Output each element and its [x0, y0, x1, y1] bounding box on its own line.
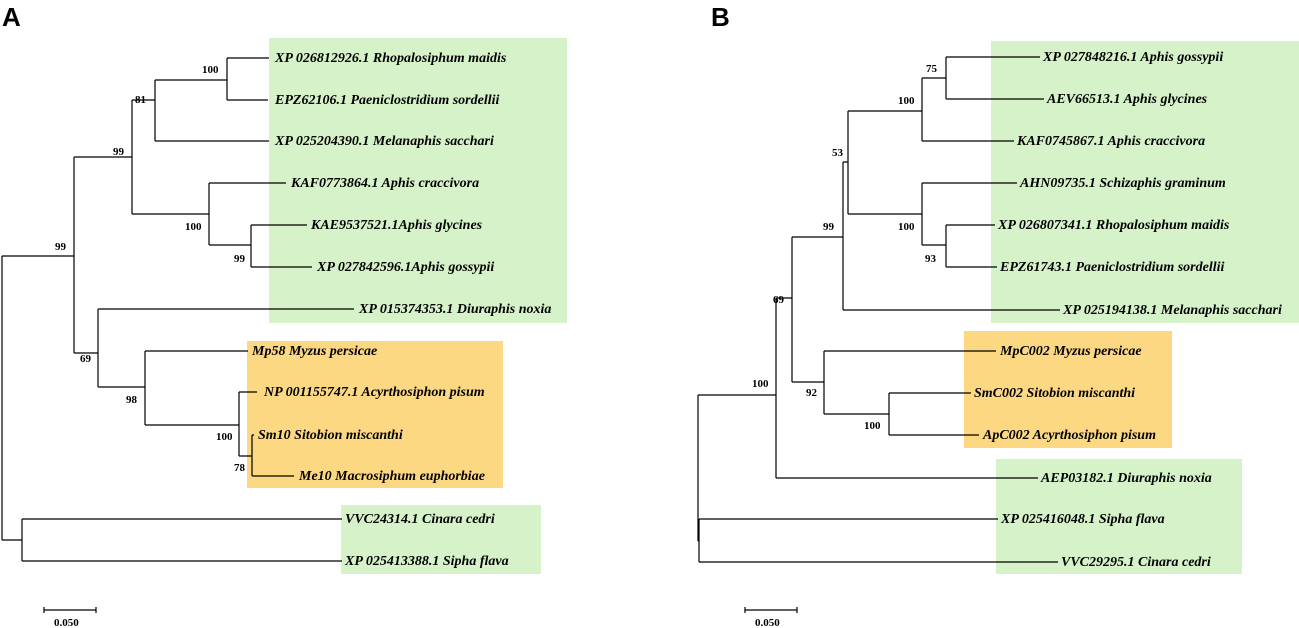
bootstrap-value: 100 [752, 378, 769, 390]
branch [73, 156, 132, 354]
clade-box-a-green-bottom [341, 505, 541, 574]
leaf-label: EPZ62106.1 Paeniclostridium sordellii [274, 93, 500, 108]
scale-bar-a: 0.050 [43, 607, 97, 628]
branch [250, 224, 312, 268]
branch [1, 255, 74, 541]
branch [823, 350, 996, 415]
leaf-label: XP 025413388.1 Sipha flava [344, 554, 509, 569]
bootstrap-value: 78 [234, 462, 246, 474]
panel-b-label: B [711, 2, 730, 32]
branch [251, 434, 294, 477]
bootstrap-value: 99 [55, 241, 67, 253]
bootstrap-value: 100 [216, 431, 233, 443]
bootstrap-value: 92 [806, 387, 818, 399]
leaf-label: XP 026812926.1 Rhopalosiphum maidis [274, 51, 507, 66]
clade-box-a-orange [247, 341, 503, 488]
leaf-label: NP 001155747.1 Acyrthosiphon pisum [263, 385, 485, 400]
leaf-label: EPZ61743.1 Paeniclostridium sordellii [999, 260, 1225, 275]
bootstrap-value: 98 [126, 394, 138, 406]
leaf-label: XP 027848216.1 Aphis gossypii [1042, 50, 1223, 65]
branch [775, 297, 1038, 479]
bootstrap-value: 99 [823, 221, 835, 233]
leaf-label: XP 025204390.1 Melanaphis sacchari [274, 134, 494, 149]
bootstrap-value: 81 [135, 94, 146, 106]
leaf-label: XP 025194138.1 Melanaphis sacchari [1062, 303, 1282, 318]
leaf-label: AEV66513.1 Aphis glycines [1046, 92, 1208, 107]
tree-b-bootstrap-values: 75 100 53 100 93 99 69 92 100 100 [752, 63, 938, 432]
bootstrap-value: 100 [185, 221, 202, 233]
clade-box-b-green-top [991, 41, 1299, 323]
clade-box-a-green-top [269, 38, 567, 323]
tree-b-branches [697, 56, 1060, 563]
branch [208, 182, 286, 246]
branch [921, 77, 1014, 142]
bootstrap-value: 99 [234, 253, 246, 265]
scale-bar-line [744, 607, 798, 613]
leaf-label: VVC29295.1 Cinara cedri [1061, 555, 1211, 570]
branch [945, 224, 997, 268]
bootstrap-value: 100 [864, 420, 881, 432]
branch [888, 392, 979, 436]
leaf-label: XP 015374353.1 Diuraphis noxia [358, 302, 551, 317]
bootstrap-value: 53 [832, 147, 844, 159]
leaf-label: KAF0773864.1 Aphis craccivora [290, 176, 479, 191]
leaf-label: AHN09735.1 Schizaphis graminum [1019, 176, 1226, 191]
leaf-label: KAE9537521.1Aphis glycines [310, 218, 483, 233]
tree-a-bootstrap-values: 100 81 99 100 99 99 69 98 100 78 [55, 64, 246, 474]
leaf-label: ApC002 Acyrthosiphon pisum [982, 428, 1156, 443]
branch [842, 161, 1060, 311]
scale-bar-b: 0.050 [744, 607, 798, 628]
bootstrap-value: 69 [80, 353, 92, 365]
branch [921, 182, 1017, 246]
leaf-label: VVC24314.1 Cinara cedri [345, 512, 495, 527]
panel-a-label: A [2, 2, 21, 32]
leaf-label: Me10 Macrosiphum euphorbiae [298, 469, 485, 484]
bootstrap-value: 100 [898, 95, 915, 107]
bootstrap-value: 93 [925, 253, 937, 265]
branch [791, 236, 843, 383]
branch [698, 518, 1058, 563]
panel-b: B XP 027848216.1 Aphis gossypii AEV66513… [697, 2, 1299, 628]
leaf-label: AEP03182.1 Diuraphis noxia [1040, 471, 1212, 486]
branch [945, 56, 1044, 100]
branch [847, 110, 922, 215]
bootstrap-value: 100 [898, 221, 915, 233]
leaf-label: Mp58 Myzus persicae [251, 344, 377, 359]
clade-box-b-orange [964, 331, 1172, 448]
bootstrap-value: 100 [202, 64, 219, 76]
branch [226, 57, 269, 101]
leaf-label: SmC002 Sitobion miscanthi [974, 386, 1135, 401]
panel-a: A XP 026812926.1 Rhopalosiphum maidis EP… [1, 2, 567, 628]
leaf-label: XP 026807341.1 Rhopalosiphum maidis [997, 218, 1230, 233]
leaf-label: Sm10 Sitobion miscanthi [258, 428, 403, 443]
bootstrap-value: 75 [926, 63, 938, 75]
scale-bar-label: 0.050 [755, 617, 780, 628]
branch [144, 350, 248, 426]
leaf-label: XP 027842596.1Aphis gossypii [316, 260, 494, 275]
branch [21, 518, 342, 562]
tree-b-leaf-labels: XP 027848216.1 Aphis gossypii AEV66513.1… [974, 50, 1282, 570]
bootstrap-value: 99 [113, 146, 125, 158]
tree-a-leaf-labels: XP 026812926.1 Rhopalosiphum maidis EPZ6… [251, 51, 551, 569]
branch [97, 308, 354, 388]
leaf-label: XP 025416048.1 Sipha flava [1000, 512, 1165, 527]
leaf-label: MpC002 Myzus persicae [999, 344, 1142, 359]
branch [238, 391, 257, 457]
branch [131, 99, 209, 215]
bootstrap-value: 69 [773, 294, 785, 306]
scale-bar-line [43, 607, 97, 613]
scale-bar-label: 0.050 [54, 617, 79, 628]
leaf-label: KAF0745867.1 Aphis craccivora [1016, 134, 1205, 149]
tree-a-branches [1, 57, 354, 562]
branch [154, 79, 269, 142]
